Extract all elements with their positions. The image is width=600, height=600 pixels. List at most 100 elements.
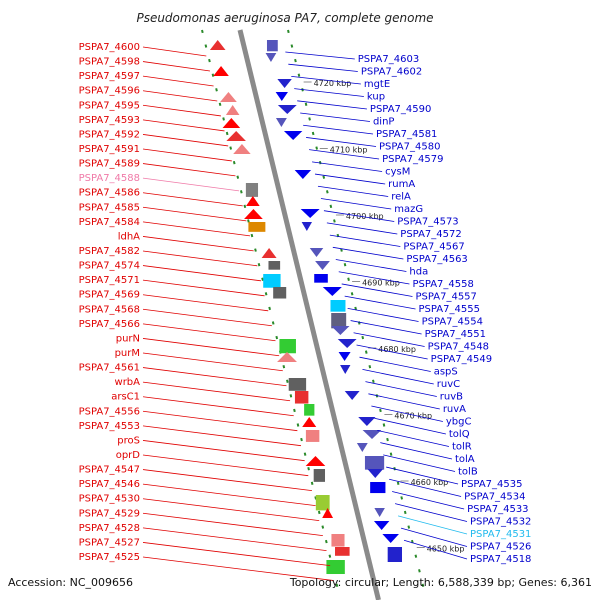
map-title: Pseudomonas aeruginosa PA7, complete gen… bbox=[136, 11, 433, 25]
right-gene-label: rumA bbox=[388, 179, 415, 190]
left-gene-label: PSPA7_4556 bbox=[79, 406, 140, 417]
left-label-leader bbox=[142, 236, 254, 252]
right-label-leader bbox=[383, 454, 456, 472]
gene-arrow-left bbox=[233, 144, 251, 154]
left-gene-label: PSPA7_4595 bbox=[79, 100, 140, 111]
left-label-leader bbox=[142, 192, 243, 207]
right-gene-label: ruvA bbox=[443, 404, 466, 415]
left-label-leader bbox=[142, 469, 312, 492]
gene-arrow-left bbox=[213, 66, 229, 76]
right-label-leader bbox=[303, 124, 374, 135]
right-gene-label: PSPA7_4579 bbox=[382, 154, 443, 165]
left-gene-label: PSPA7_4546 bbox=[79, 479, 140, 490]
gene-arrow-left bbox=[244, 209, 263, 219]
right-gene-label: ruvC bbox=[437, 379, 460, 390]
right-gene-label: PSPA7_4534 bbox=[464, 492, 525, 503]
gene-arrow-left bbox=[225, 105, 240, 115]
kbp-tick-label: 4660 kbp bbox=[411, 478, 449, 487]
gene-block-left bbox=[268, 261, 281, 270]
left-label-leader bbox=[142, 454, 309, 477]
left-gene-label: PSPA7_4568 bbox=[79, 304, 140, 315]
left-label-leader bbox=[142, 396, 294, 417]
gene-arrow-right bbox=[315, 261, 330, 270]
gene-block-left bbox=[288, 378, 307, 391]
right-gene-label: aspS bbox=[434, 367, 458, 378]
gene-block-right bbox=[370, 482, 386, 494]
left-label-leader bbox=[142, 542, 331, 566]
gene-arrow-right bbox=[300, 209, 320, 218]
left-label-leader bbox=[142, 498, 320, 522]
gene-arrow-right bbox=[265, 53, 277, 62]
right-label-leader bbox=[309, 149, 380, 160]
right-gene-label: PSPA7_4526 bbox=[470, 542, 531, 553]
right-label-leader bbox=[350, 320, 422, 335]
gene-arrow-right bbox=[356, 443, 368, 452]
gene-block-left bbox=[331, 534, 345, 547]
right-track bbox=[287, 29, 426, 591]
left-label-leader bbox=[142, 61, 211, 72]
left-label-leader bbox=[142, 410, 298, 432]
right-label-leader bbox=[320, 198, 392, 210]
right-label-leader bbox=[332, 246, 404, 260]
gene-arrow-right bbox=[373, 521, 390, 530]
left-label-leader bbox=[142, 483, 316, 507]
gene-block-left bbox=[304, 404, 315, 416]
left-gene-label: arsC1 bbox=[111, 392, 140, 403]
gene-block-right bbox=[330, 300, 346, 312]
gene-arrow-right bbox=[277, 105, 297, 114]
left-label-leader bbox=[142, 527, 327, 552]
left-gene-label: purM bbox=[115, 348, 140, 359]
left-gene-label: PSPA7_4593 bbox=[79, 115, 140, 126]
left-gene-label: PSPA7_4527 bbox=[79, 537, 140, 548]
accession-text: Accession: NC_009656 bbox=[8, 576, 133, 589]
gene-arrow-right bbox=[344, 391, 360, 400]
right-label-leader bbox=[362, 368, 434, 385]
right-label-leader bbox=[323, 210, 395, 222]
left-gene-label: PSPA7_4589 bbox=[79, 159, 140, 170]
right-label-leader bbox=[403, 539, 468, 560]
gene-block-right bbox=[364, 456, 385, 470]
gene-arrow-left bbox=[277, 352, 297, 362]
left-gene-label: PSPA7_4569 bbox=[79, 290, 140, 301]
left-gene-label: PSPA7_4588 bbox=[79, 173, 140, 184]
gene-arrow-right bbox=[337, 339, 357, 348]
right-label-leader bbox=[368, 393, 440, 410]
left-label-leader bbox=[142, 148, 232, 162]
right-label-leader bbox=[386, 466, 459, 485]
right-gene-label: tolQ bbox=[449, 429, 470, 440]
gene-block-left bbox=[326, 560, 345, 575]
right-label-leader bbox=[380, 442, 453, 460]
left-label-leader bbox=[142, 338, 280, 357]
gene-block-right bbox=[266, 40, 278, 52]
left-label-leader bbox=[142, 352, 283, 372]
left-gene-label: PSPA7_4591 bbox=[79, 144, 140, 155]
right-label-leader bbox=[306, 137, 377, 147]
kbp-tick-label: 4670 kbp bbox=[394, 412, 432, 421]
right-label-leader bbox=[338, 271, 410, 285]
gene-block-left bbox=[305, 430, 320, 442]
right-gene-label: PSPA7_4533 bbox=[467, 504, 528, 515]
right-gene-label: ruvB bbox=[440, 392, 463, 403]
right-gene-label: mgtE bbox=[364, 79, 390, 90]
left-gene-label: PSPA7_4586 bbox=[79, 188, 140, 199]
gene-block-right bbox=[314, 274, 328, 283]
right-gene-label: mazG bbox=[394, 204, 423, 215]
left-gene-label: PSPA7_4585 bbox=[79, 202, 140, 213]
gene-arrow-left bbox=[246, 196, 260, 206]
kbp-tick-label: 4710 kbp bbox=[330, 146, 368, 155]
left-label-leader bbox=[142, 46, 207, 57]
topology-text: Topology: circular; Length: 6,588,339 bp… bbox=[289, 576, 592, 589]
right-gene-label: PSPA7_4581 bbox=[376, 129, 437, 140]
left-label-leader bbox=[142, 425, 302, 447]
left-label-leader bbox=[142, 556, 334, 581]
gene-arrow-left bbox=[261, 248, 277, 258]
left-gene-label: PSPA7_4566 bbox=[79, 319, 140, 330]
gene-arrow-left bbox=[209, 40, 226, 50]
gene-block-right bbox=[387, 547, 403, 562]
right-gene-label: PSPA7_4551 bbox=[425, 329, 486, 340]
left-gene-label: proS bbox=[117, 435, 140, 446]
gene-block-left bbox=[294, 391, 309, 404]
gene-arrow-right bbox=[362, 430, 382, 439]
left-label-leader bbox=[142, 75, 214, 87]
